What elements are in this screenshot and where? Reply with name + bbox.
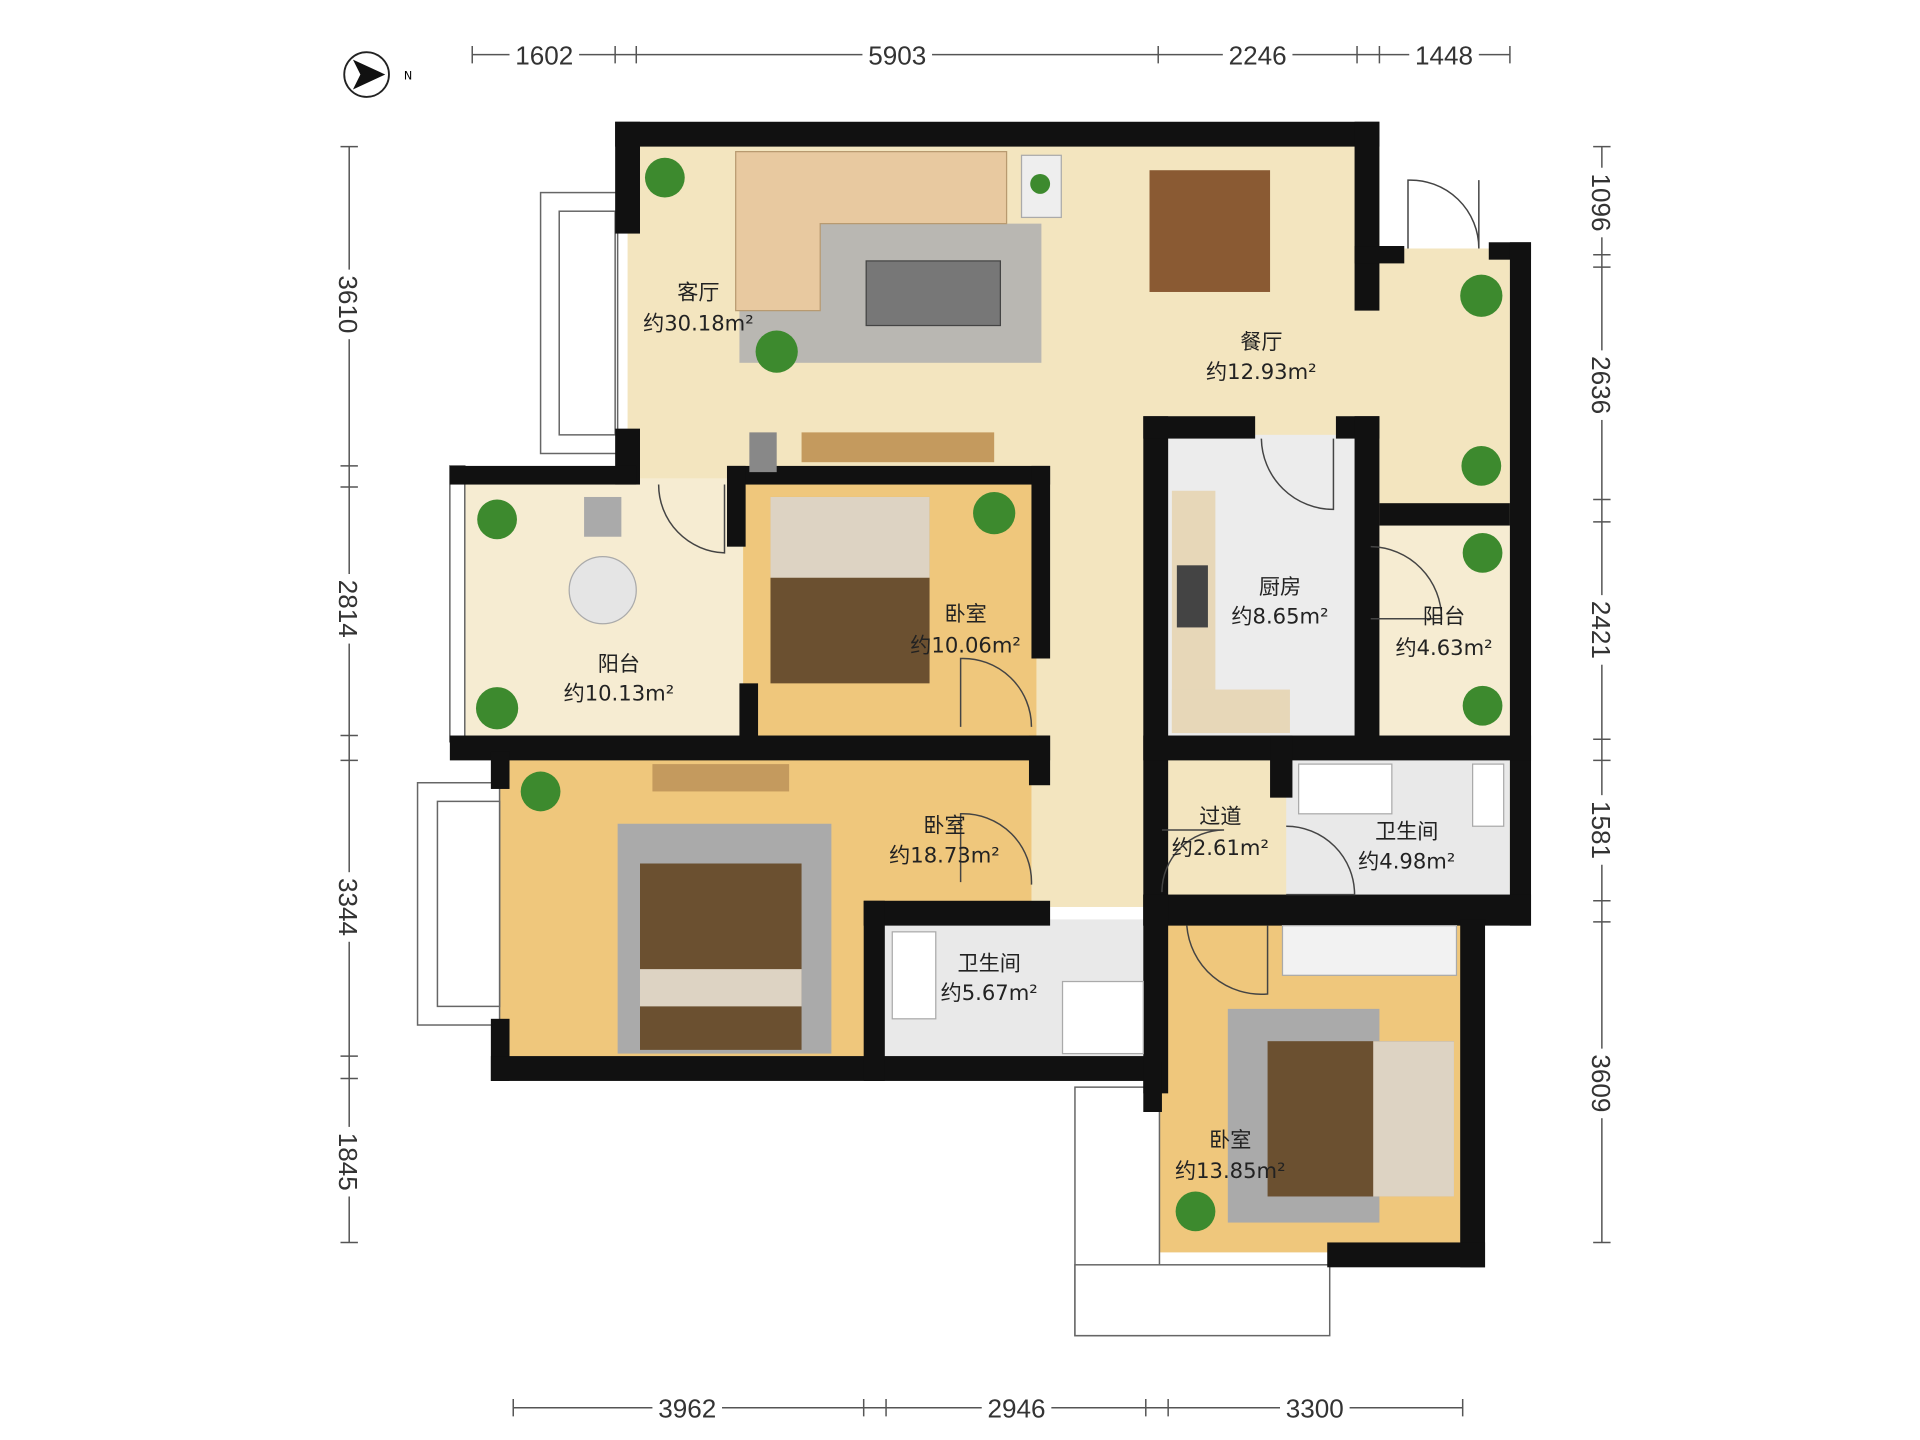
dim-top: 2246 bbox=[1229, 41, 1287, 71]
room-name: 厨房 bbox=[1259, 574, 1301, 599]
furniture bbox=[568, 150, 1505, 1223]
dim-left: 1845 bbox=[333, 1133, 363, 1191]
dim-right: 3609 bbox=[1586, 1054, 1616, 1112]
room-name: 卧室 bbox=[923, 812, 965, 837]
entry-notch bbox=[1379, 124, 1517, 249]
dim-top: 1448 bbox=[1415, 41, 1473, 71]
dim-top: 1602 bbox=[515, 41, 573, 71]
room-area: 约10.06m² bbox=[910, 632, 1021, 657]
dim-right: 2421 bbox=[1586, 601, 1616, 659]
room-area: 约4.98m² bbox=[1358, 848, 1455, 873]
room-name: 客厅 bbox=[677, 279, 719, 304]
dim-right: 1581 bbox=[1586, 801, 1616, 859]
dim-left: 2814 bbox=[333, 580, 363, 638]
dim-left: 3610 bbox=[333, 275, 363, 333]
room-name: 餐厅 bbox=[1240, 329, 1282, 354]
dimension-lines bbox=[340, 45, 1611, 1417]
room-area: 约10.13m² bbox=[564, 681, 675, 706]
bay-window-bedroom-3-bottom bbox=[1074, 1264, 1331, 1337]
room-area: 约12.93m² bbox=[1206, 359, 1317, 384]
room-name: 卧室 bbox=[944, 601, 986, 626]
room-name: 卫生间 bbox=[1375, 819, 1438, 844]
dim-left: 3344 bbox=[333, 878, 363, 936]
dim-bottom: 3962 bbox=[658, 1394, 716, 1424]
compass-label: N bbox=[404, 70, 412, 83]
room-name: 卧室 bbox=[1209, 1127, 1251, 1152]
room-area: 约4.63m² bbox=[1395, 635, 1492, 660]
bay-window-bedroom-2-inner bbox=[436, 800, 501, 1008]
room-name: 卫生间 bbox=[958, 950, 1021, 975]
room-area: 约18.73m² bbox=[889, 842, 1000, 867]
room-area: 约8.65m² bbox=[1231, 604, 1328, 629]
doors bbox=[657, 179, 1480, 995]
dim-right: 2636 bbox=[1586, 356, 1616, 414]
dim-right: 1096 bbox=[1586, 174, 1616, 232]
walls bbox=[449, 121, 1532, 1268]
dimension-labels: 1602 5903 2246 1448 3962 2946 3300 3610 … bbox=[333, 39, 1617, 1424]
plant-icons bbox=[475, 157, 1503, 1232]
room-name: 过道 bbox=[1199, 804, 1241, 829]
room-labels: 客厅 约30.18m² 餐厅 约12.93m² 阳台 约10.13m² 卧室 约… bbox=[564, 279, 1493, 1182]
dim-top: 5903 bbox=[868, 41, 926, 71]
room-name: 阳台 bbox=[598, 651, 640, 676]
room-area: 约2.61m² bbox=[1172, 835, 1269, 860]
dim-bottom: 3300 bbox=[1286, 1394, 1344, 1424]
room-area: 约13.85m² bbox=[1175, 1158, 1286, 1183]
compass-icon: N bbox=[343, 51, 412, 98]
room-area: 约5.67m² bbox=[941, 980, 1038, 1005]
bay-window-living-inner bbox=[558, 210, 616, 436]
dim-bottom: 2946 bbox=[988, 1394, 1046, 1424]
room-name: 阳台 bbox=[1423, 604, 1465, 629]
room-area: 约30.18m² bbox=[643, 310, 754, 335]
balcony-left-rail bbox=[449, 465, 466, 743]
